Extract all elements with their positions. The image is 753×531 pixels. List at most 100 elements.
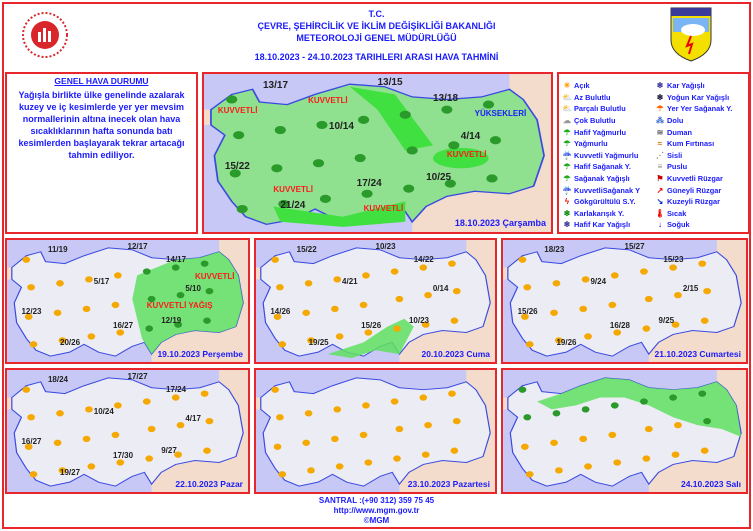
sun-icon bbox=[608, 301, 617, 309]
legend-item: ☔Kuvvetli Yağmurlu bbox=[562, 150, 653, 162]
sun-icon bbox=[331, 305, 339, 313]
footer: SANTRAL :(+90 312) 359 75 45 http://www.… bbox=[0, 496, 753, 526]
legend-item: 🌡Sıcak bbox=[655, 208, 746, 220]
black-sea bbox=[256, 240, 467, 268]
rain-icon bbox=[669, 394, 677, 401]
map-date-label: 20.10.2023 Cuma bbox=[421, 349, 490, 359]
sun-icon bbox=[642, 325, 651, 332]
footer-copyright: ©MGM bbox=[363, 516, 390, 525]
sun-icon bbox=[669, 264, 677, 271]
sun-icon bbox=[307, 337, 315, 344]
sun-icon bbox=[58, 337, 67, 344]
sun-icon bbox=[24, 443, 33, 450]
sun-icon bbox=[87, 333, 96, 340]
rain-icon bbox=[523, 414, 532, 421]
rain-icon bbox=[233, 131, 245, 140]
legend-label: Kuzeyli Rüzgar bbox=[667, 197, 720, 207]
mediterranean-sea bbox=[503, 409, 649, 492]
sun-icon bbox=[644, 295, 653, 303]
legend-label: Az Bulutlu bbox=[574, 92, 611, 102]
legend-item: ❄Karlakarışık Y. bbox=[562, 208, 653, 220]
light-snow-icon: ❄ bbox=[563, 220, 571, 230]
legend-item: ≈Kum Fırtınası bbox=[655, 138, 746, 150]
map-23-10-2023: 23.10.2023 Pazartesi bbox=[254, 368, 497, 494]
sun-icon bbox=[176, 421, 185, 429]
sun-icon bbox=[82, 435, 91, 443]
sun-icon bbox=[674, 421, 682, 429]
sun-icon bbox=[276, 284, 284, 291]
legend-label: Sağanak Yağışlı bbox=[574, 174, 630, 184]
legend-label: Soğuk bbox=[667, 220, 690, 230]
sun-icon bbox=[610, 272, 619, 279]
temperature-label: 15/22 bbox=[224, 160, 250, 172]
legend-item: ⚑Kuvvetli Rüzgar bbox=[655, 173, 746, 185]
turkey-map bbox=[7, 370, 248, 492]
temperature-label: 14/17 bbox=[166, 254, 187, 264]
temperature-label: 4/14 bbox=[460, 130, 481, 142]
fog-icon: ⋰ bbox=[656, 150, 664, 160]
legend-item: ≋Duman bbox=[655, 126, 746, 138]
legend-item: ☂Yer Yer Sağanak Y. bbox=[655, 103, 746, 115]
sun-icon bbox=[56, 410, 64, 417]
sun-icon bbox=[520, 443, 529, 450]
sun-icon bbox=[111, 431, 120, 439]
header-date-range: 18.10.2023 - 24.10.2023 TARIHLERI ARASI … bbox=[254, 52, 499, 62]
sun-icon bbox=[698, 260, 707, 267]
strong-wind-icon: ⚑ bbox=[656, 174, 664, 184]
map-date-label: 19.10.2023 Perşembe bbox=[157, 349, 243, 359]
map-date-label: 18.10.2023 Çarşamba bbox=[454, 218, 546, 228]
rain-icon bbox=[274, 125, 286, 135]
sun-icon bbox=[362, 272, 370, 279]
temperature-label: 9/27 bbox=[161, 445, 177, 455]
temperature-label: 13/18 bbox=[433, 92, 459, 104]
sun-icon bbox=[703, 288, 712, 295]
temperature-label: 11/19 bbox=[47, 244, 68, 254]
sun-icon bbox=[273, 313, 282, 320]
temperature-label: 12/19 bbox=[161, 315, 182, 325]
legend-label: Parçalı Bulutlu bbox=[574, 104, 626, 114]
temperature-label: 20/26 bbox=[60, 337, 81, 347]
sun-icon bbox=[642, 455, 651, 462]
legend-label: Kuvvetli Yağmurlu bbox=[574, 150, 639, 160]
legend-label: Gökgürültülü S.Y. bbox=[574, 197, 636, 207]
turkey-map bbox=[7, 240, 248, 362]
header-ministry: ÇEVRE, ŞEHİRCİLİK VE İKLİM DEĞİŞİKLİĞİ B… bbox=[257, 21, 496, 31]
rain-icon bbox=[203, 317, 211, 324]
sun-icon bbox=[205, 418, 214, 425]
turkey-map bbox=[503, 370, 746, 492]
temperature-label: 19/26 bbox=[556, 337, 577, 347]
turkey-map bbox=[256, 370, 495, 492]
sun-icon bbox=[273, 443, 282, 450]
footer-url[interactable]: http://www.mgm.gov.tr bbox=[333, 506, 420, 515]
sun-icon bbox=[450, 317, 459, 324]
sun-icon bbox=[53, 309, 62, 316]
sun-icon bbox=[359, 431, 368, 439]
legend-item: ⁂Dolu bbox=[655, 115, 746, 127]
sun-icon bbox=[304, 280, 313, 287]
temperature-label: 17/24 bbox=[166, 384, 187, 394]
temperature-label: 10/23 bbox=[408, 315, 429, 325]
warning-label: KUVVETLİ bbox=[446, 149, 487, 159]
rain-icon bbox=[145, 325, 154, 332]
warning-label: KUVVETLİ bbox=[363, 203, 404, 213]
snow-icon: ❄ bbox=[656, 81, 664, 91]
rain-icon bbox=[142, 268, 151, 275]
legend-item: ≡Puslu bbox=[655, 161, 746, 173]
rain-icon bbox=[552, 410, 561, 417]
meteoroloji-logo bbox=[670, 7, 712, 62]
temperature-label: 14/26 bbox=[270, 307, 291, 317]
map-date-label: 21.10.2023 Cumartesi bbox=[654, 349, 741, 359]
temperature-label: 4/21 bbox=[342, 276, 358, 286]
legend-item: ☁Çok Bulutlu bbox=[562, 115, 653, 127]
sun-icon bbox=[364, 329, 373, 336]
general-weather-text: Yağışla birlikte ülke genelinde azalarak… bbox=[18, 90, 185, 160]
legend-label: Güneyli Rüzgar bbox=[667, 185, 722, 195]
rain-icon bbox=[176, 291, 185, 299]
legend-item: ☂Sağanak Yağışlı bbox=[562, 173, 653, 185]
sun-icon bbox=[302, 439, 311, 446]
temperature-label: 5/17 bbox=[93, 276, 110, 286]
sun-icon bbox=[448, 260, 456, 267]
legend-label: Kuvvetli Rüzgar bbox=[667, 174, 723, 184]
